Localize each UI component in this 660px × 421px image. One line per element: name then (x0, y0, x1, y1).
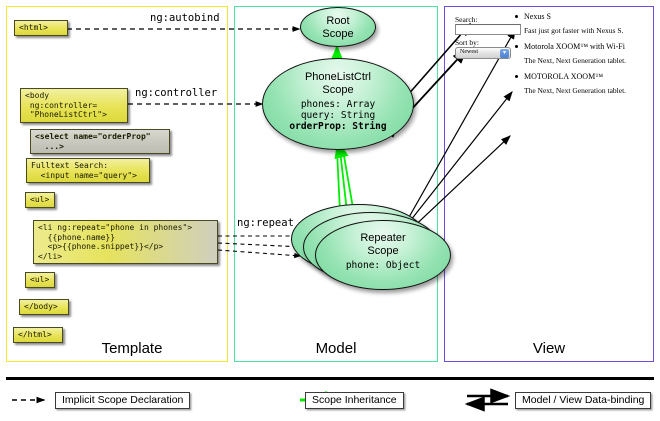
scope-repeater-props: phone: Object (316, 260, 450, 271)
scope-phonelistctrl-title-line2: Scope (322, 83, 354, 96)
scope-root-title-line2: Scope (322, 27, 354, 40)
sort-select-value: Newest (460, 49, 478, 55)
scope-prop-phones: phones: Array (300, 99, 376, 110)
legend-implicit-scope-declaration: Implicit Scope Declaration (55, 392, 191, 409)
scope-repeater-title-line2: Scope (367, 244, 399, 257)
scope-prop-phone: phone: Object (345, 260, 421, 271)
search-label: Search: (455, 15, 478, 24)
code-box-body-controller: <body ng:controller= "PhoneListCtrl"> (20, 88, 128, 123)
edge-label-ng-autobind: ng:autobind (150, 12, 220, 24)
legend-model-view-data-binding: Model / View Data-binding (515, 392, 652, 409)
scope-root-title-line1: Root (326, 15, 350, 27)
chevron-down-icon: ▾ (500, 49, 509, 58)
list-item[interactable]: Nexus S Fast just got faster with Nexus … (515, 12, 652, 35)
code-box-li-ngrepeat: <li ng:repeat="phone in phones"> {{phone… (33, 220, 218, 264)
sort-label: Sort by: (455, 38, 479, 47)
scope-phonelistctrl-props: phones: Array query: String orderProp: S… (263, 99, 413, 132)
code-box-ul-open: <ul> (25, 192, 55, 208)
phone-name: MOTOROLA XOOM™ (524, 72, 604, 81)
code-box-select-orderprop: <select name="orderProp" ...> (30, 129, 170, 154)
phone-list: Nexus S Fast just got faster with Nexus … (515, 12, 652, 102)
phone-snippet: The Next, Next Generation tablet. (524, 56, 627, 65)
scope-phonelistctrl: PhoneListCtrl Scope phones: Array query:… (262, 58, 414, 150)
phone-snippet: Fast just got faster with Nexus S. (524, 26, 624, 35)
code-box-fulltext-search: Fulltext Search: <input name="query"> (26, 158, 150, 183)
scope-prop-query: query: String (300, 110, 376, 121)
edge-label-ng-repeat: ng:repeat (237, 217, 294, 229)
edge-label-ng-controller: ng:controller (135, 87, 218, 99)
list-item[interactable]: MOTOROLA XOOM™ The Next, Next Generation… (515, 72, 652, 95)
scope-root: Root Scope (300, 7, 376, 47)
phone-name: Motorola XOOM™ with Wi-Fi (524, 42, 625, 51)
bullet-icon (515, 75, 518, 78)
bullet-icon (515, 45, 518, 48)
sort-select[interactable]: Newest ▾ (455, 47, 511, 59)
list-item[interactable]: Motorola XOOM™ with Wi-Fi The Next, Next… (515, 42, 652, 65)
phone-name: Nexus S (524, 12, 551, 21)
code-box-body-close: </body> (19, 299, 69, 315)
legend-scope-inheritance: Scope Inheritance (305, 392, 404, 409)
code-box-html-close: </html> (13, 327, 63, 343)
bullet-icon (515, 15, 518, 18)
column-label-template: Template (101, 340, 163, 357)
code-box-ul-close: <ul> (25, 272, 55, 288)
column-label-model: Model (315, 340, 357, 357)
scope-repeater-title-line1: Repeater (360, 232, 406, 244)
legend-divider (6, 377, 654, 380)
scope-repeater: Repeater Scope phone: Object (315, 220, 451, 290)
code-box-html-open: <html> (14, 20, 68, 36)
column-label-view: View (532, 340, 566, 357)
search-input[interactable] (455, 24, 521, 35)
phone-snippet: The Next, Next Generation tablet. (524, 86, 627, 95)
scope-prop-orderprop: orderProp: String (289, 121, 387, 132)
scope-phonelistctrl-title-line1: PhoneListCtrl (304, 71, 372, 83)
